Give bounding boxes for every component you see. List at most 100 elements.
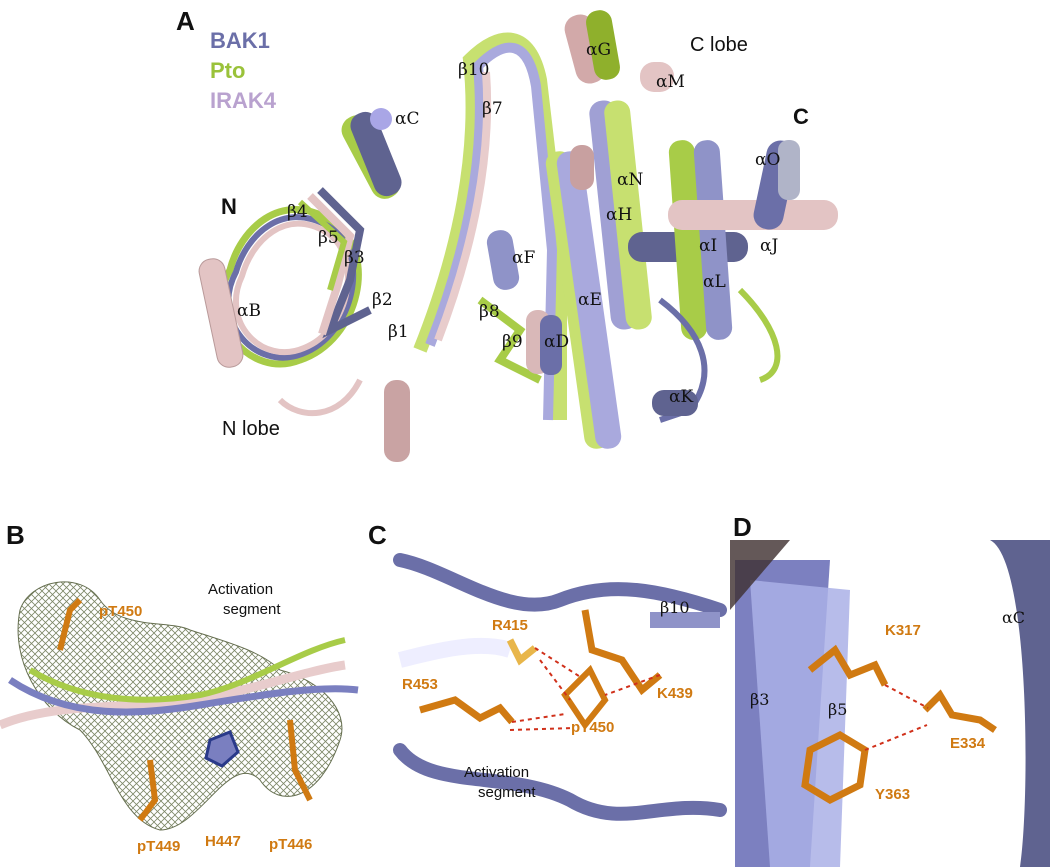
n-terminus-label: N: [221, 194, 237, 219]
panel-b-density-map: B Activation segment pT450 H447 pT449 pT…: [0, 500, 360, 867]
element-alphaK: αK: [669, 387, 694, 407]
irak4-lower-loop: [277, 378, 363, 416]
alphaL-bak1: [693, 140, 733, 340]
residue-pT450: pT450: [99, 603, 143, 620]
Y363-ring: [801, 731, 869, 804]
legend-bak1: BAK1: [210, 28, 270, 53]
element-alphaF: αF: [512, 248, 536, 268]
element-alphaE: αE: [578, 290, 602, 310]
panel-c-label: C: [368, 520, 387, 550]
R415-sidechain: [506, 638, 538, 666]
K439-sidechain: [581, 609, 663, 696]
beta8-9-pto: [477, 296, 542, 384]
alphaL-pto: [668, 140, 708, 340]
beta-strands-bak1: [317, 187, 372, 339]
panel-c-beta10: β10: [660, 598, 690, 617]
irak4-central-strand: [434, 71, 492, 342]
residue-Y363: Y363: [875, 786, 911, 803]
alphaH-pto: [604, 100, 652, 330]
alphaJ-irak4: [668, 200, 838, 230]
residue-pT446: pT446: [269, 836, 313, 853]
dark-corner: [730, 540, 790, 610]
panel-d-salt-bridge: D αC β3 β5 K317 E334 Y363: [730, 500, 1050, 867]
element-alphaJ: αJ: [760, 236, 779, 256]
alphaK-helix: [652, 390, 698, 416]
panel-c-activation: Activation: [464, 764, 530, 781]
alphaG-pto: [586, 10, 620, 80]
nterm-helix-irak4: [384, 380, 410, 462]
lower-backbone: [393, 743, 727, 821]
panel-b-label: B: [6, 520, 25, 550]
c-terminus-label: C: [793, 104, 809, 129]
pto-central-strands: [413, 32, 567, 420]
element-alphaO: αO: [755, 150, 781, 170]
panel-d-art: [730, 540, 1050, 867]
panel-d-label: D: [733, 512, 752, 542]
alphaC-bak1: [350, 111, 402, 197]
legend-irak4: IRAK4: [210, 88, 277, 113]
element-beta1: β1: [388, 322, 409, 342]
element-alphaL: αL: [703, 272, 726, 292]
element-alphaG: αG: [586, 40, 612, 60]
hydrogen-bonds-d: [864, 684, 929, 751]
element-alphaN: αN: [617, 170, 644, 190]
R453-sidechain: [419, 696, 515, 725]
alphaM-helix: [640, 62, 674, 92]
residue-R415: R415: [492, 617, 528, 634]
alphaC-cap: [370, 108, 392, 130]
residue-K317: K317: [885, 622, 921, 639]
panel-c-segment: segment: [478, 784, 536, 801]
pT446-sidechain: [287, 719, 313, 802]
element-alphaC: αC: [395, 109, 420, 129]
element-alphaB: αB: [237, 301, 261, 321]
panel-b-activation: Activation: [208, 581, 274, 598]
faded-loop: [398, 637, 513, 668]
E334-sidechain: [922, 689, 997, 733]
H447-ring: [204, 730, 240, 768]
element-beta2: β2: [372, 290, 393, 310]
pT450-phosphate: [561, 664, 609, 731]
element-beta5: β5: [318, 228, 339, 248]
pto-clobe-loop: [737, 287, 781, 383]
residue-pT449: pT449: [137, 838, 181, 855]
upper-backbone: [393, 553, 727, 617]
alphaD-bak1: [540, 315, 562, 375]
bak1-central-strands: [425, 42, 558, 421]
panel-a-label: A: [176, 6, 195, 36]
element-beta7: β7: [482, 99, 503, 119]
bak1-nlobe-loop: [225, 214, 356, 361]
element-beta3: β3: [344, 248, 365, 268]
element-beta4: β4: [287, 202, 308, 222]
c-lobe-label: C lobe: [690, 34, 748, 56]
panel-b-art: [0, 581, 359, 831]
alphaC-helix-d: [990, 540, 1050, 867]
element-beta9: β9: [502, 332, 523, 352]
alphaF-helix: [486, 230, 520, 290]
legend-pto: Pto: [210, 58, 246, 83]
panel-a-ribbon-art: [198, 10, 838, 462]
element-beta8: β8: [479, 302, 500, 322]
residue-pT450-c: pT450: [571, 719, 615, 736]
pto-backbone: [28, 637, 346, 703]
hydrogen-bonds: [509, 647, 661, 731]
cterm-helix: [778, 140, 800, 200]
panel-c-pT450-contacts: C β10 R415 K439 R453 pT450 Activation se…: [360, 500, 730, 867]
residue-H447: H447: [205, 833, 241, 850]
element-alphaM: αM: [656, 72, 685, 92]
alphaB-helix: [198, 258, 244, 368]
K317-sidechain: [807, 644, 889, 687]
element-alphaI: αI: [699, 236, 718, 256]
panel-d-beta5: β5: [828, 700, 848, 719]
bak1-backbone: [8, 677, 359, 716]
panel-d-beta3: β3: [750, 690, 770, 709]
panel-d-alphaC: αC: [1002, 608, 1026, 627]
residue-R453: R453: [402, 676, 438, 693]
legend: BAK1 Pto IRAK4: [210, 26, 276, 116]
alphaN-cap: [570, 145, 594, 190]
element-beta10: β10: [458, 60, 490, 80]
n-lobe-label: N lobe: [222, 418, 280, 440]
alphaE-bak1: [556, 151, 622, 449]
pT449-sidechain: [137, 759, 159, 822]
panel-c-art: [393, 553, 727, 821]
residue-E334: E334: [950, 735, 986, 752]
